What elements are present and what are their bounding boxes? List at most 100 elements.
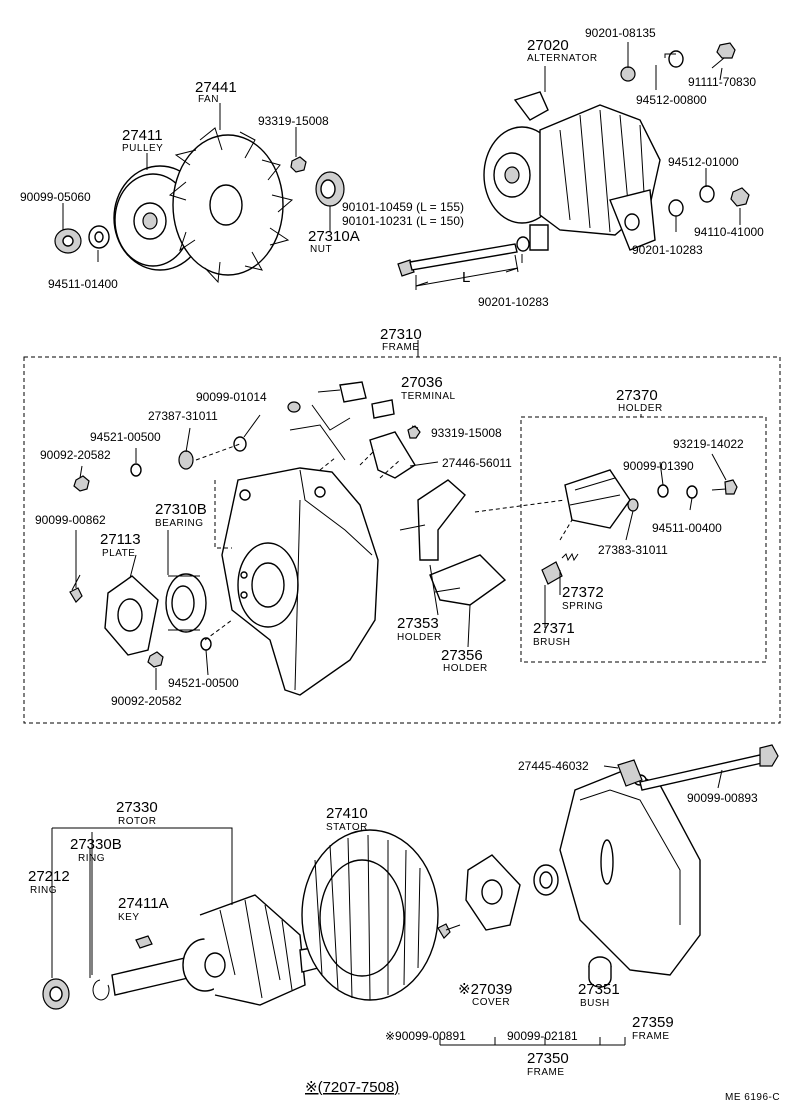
washer-90201-10283-a-drawing	[668, 199, 684, 217]
label-93219-14022: 93219-14022	[673, 437, 744, 451]
label-27212: 27212	[28, 868, 70, 885]
frame-body-drawing	[221, 467, 379, 696]
bolt-90099-00893-drawing	[639, 744, 779, 791]
label-27370: 27370	[616, 387, 658, 404]
label-27310B-name: BEARING	[155, 518, 204, 529]
label-27445-46032: 27445-46032	[518, 759, 589, 773]
washer-94512-00800-drawing	[668, 50, 684, 68]
label-27310A-name: NUT	[310, 244, 332, 255]
ring-27212-drawing	[42, 978, 70, 1010]
label-27387-31011: 27387-31011	[148, 409, 218, 423]
label-90092-20582-a: 90092-20582	[40, 448, 111, 462]
label-90092-20582-b: 90092-20582	[111, 694, 182, 708]
label-27356: 27356	[441, 647, 483, 664]
label-27446-56011: 27446-56011	[442, 456, 512, 470]
screw-93319-15008-mid-drawing	[407, 425, 421, 439]
label-27020-name: ALTERNATOR	[527, 53, 598, 64]
label-94512-01000: 94512-01000	[668, 155, 739, 169]
label-27372: 27372	[562, 584, 604, 601]
cap-terminal-drawing	[287, 401, 301, 413]
washer-94511-01400-drawing	[88, 225, 110, 249]
label-90099-05060: 90099-05060	[20, 190, 91, 204]
label-27036-name: TERMINAL	[401, 391, 456, 402]
bearing-27310B-drawing	[165, 573, 207, 633]
washer-90099-01014-drawing	[233, 436, 247, 452]
label-90099-00891: ※90099-00891	[385, 1029, 466, 1043]
label-27351-name: BUSH	[580, 998, 610, 1009]
label-27441-name: FAN	[198, 94, 219, 105]
label-27310A: 27310A	[308, 228, 360, 245]
screw-93219-14022-drawing	[711, 479, 738, 495]
label-27350: 27350	[527, 1050, 569, 1067]
drawing-code: ME 6196-C	[725, 1092, 780, 1103]
part-27446-56011-drawing	[369, 431, 416, 479]
label-27330: 27330	[116, 799, 158, 816]
label-27113-name: PLATE	[102, 548, 135, 559]
label-27039-name: COVER	[472, 997, 510, 1008]
label-27020: 27020	[527, 37, 569, 54]
label-27370-name: HOLDER	[618, 403, 663, 414]
label-27359-name: FRAME	[632, 1031, 670, 1042]
label-90099-00893: 90099-00893	[687, 791, 758, 805]
label-27359: 27359	[632, 1014, 674, 1031]
label-27212-name: RING	[30, 885, 57, 896]
label-90101-10231: 90101-10231 (L = 150)	[342, 214, 464, 228]
nut-27387-31011-drawing	[178, 450, 194, 470]
label-27371: 27371	[533, 620, 575, 637]
label-27039: ※27039	[458, 981, 512, 998]
alternator-27020-drawing	[483, 91, 661, 251]
washer-94511-00400-drawing	[686, 485, 698, 499]
label-93319-15008-mid: 93319-15008	[431, 426, 502, 440]
washer-94521-00500-a-drawing	[130, 463, 142, 477]
nut-90092-20582-a-drawing	[73, 475, 90, 492]
brush-holder-drawing	[564, 469, 631, 529]
bush-27351-drawing	[588, 956, 612, 988]
label-94521-00500-b: 94521-00500	[168, 676, 239, 690]
label-27411A-name: KEY	[118, 912, 140, 923]
label-90101-10459: 90101-10459 (L = 155)	[342, 200, 464, 214]
label-90201-08135: 90201-08135	[585, 26, 656, 40]
washer-90099-02181-drawing	[533, 864, 559, 896]
label-94511-00400: 94511-00400	[652, 521, 722, 535]
washer-94512-01000-drawing	[699, 185, 715, 203]
stator-27410-drawing	[301, 829, 439, 1001]
nut-90099-05060-drawing	[54, 228, 82, 254]
label-27353-name: HOLDER	[397, 632, 442, 643]
plate-27113-drawing	[104, 575, 159, 656]
label-27410: 27410	[326, 805, 368, 822]
label-27330B-name: RING	[78, 853, 105, 864]
label-27411A: 27411A	[118, 895, 169, 912]
screw-90099-00862-drawing	[69, 574, 83, 603]
cap-27445-46032-drawing	[617, 759, 643, 787]
label-27330B: 27330B	[70, 836, 122, 853]
holder-27356-drawing	[429, 554, 507, 606]
key-27411A-drawing	[135, 935, 153, 949]
frame-27359-drawing	[559, 769, 701, 976]
label-27410-name: STATOR	[326, 822, 368, 833]
label-27411: 27411	[122, 127, 163, 144]
label-91111-70830: 91111-70830	[688, 75, 756, 89]
terminal-27036-drawing	[289, 381, 395, 461]
label-27411-name: PULLEY	[122, 143, 163, 154]
label-90099-01390: 90099-01390	[623, 459, 694, 473]
label-90099-00862: 90099-00862	[35, 513, 106, 527]
fan-27441-drawing	[168, 127, 294, 284]
nut-27310A-drawing	[315, 171, 345, 207]
label-27113: 27113	[100, 531, 141, 548]
label-94511-01400: 94511-01400	[48, 277, 118, 291]
label-27441: 27441	[195, 79, 237, 96]
nut-27383-31011-drawing	[627, 498, 639, 512]
nut-90201-08135-drawing	[620, 66, 636, 82]
screw-93319-15008-top-drawing	[290, 156, 307, 173]
nut-90092-20582-b-drawing	[147, 651, 164, 668]
rotor-27330-drawing	[111, 894, 331, 1006]
label-94512-00800: 94512-00800	[636, 93, 707, 107]
label-27036: 27036	[401, 374, 443, 391]
label-90099-02181: 90099-02181	[507, 1029, 578, 1043]
brush-27371-drawing	[541, 561, 563, 585]
label-27351: 27351	[578, 981, 620, 998]
ring-27330B-drawing	[92, 979, 110, 1001]
nut-94110-41000-drawing	[730, 187, 750, 207]
footnote: ※(7207-7508)	[305, 1079, 399, 1096]
